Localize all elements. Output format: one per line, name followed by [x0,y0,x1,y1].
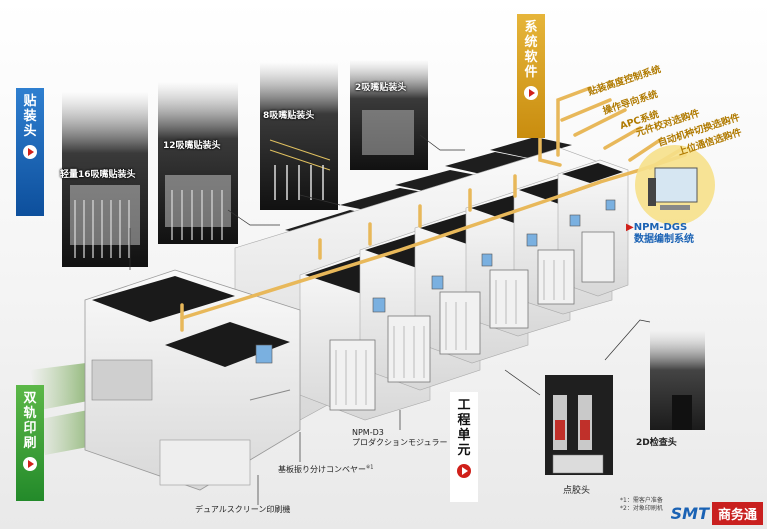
tab-char: 元 [457,443,471,458]
head-label-16: 轻量16吸嘴贴装头 [60,170,136,180]
head-panel-16 [62,92,148,267]
head-label-8: 8吸嘴贴装头 [263,111,315,121]
tab-char: 贴 [23,94,37,109]
conveyor-text: 基板振り分けコンベヤー [278,465,366,474]
inspection-head-label: 2D检查头 [636,438,677,448]
dispense-head-image [545,375,613,475]
tab-char: 头 [23,124,37,139]
footnotes: *1：需客户准备 *2：对象印刷机 [620,497,663,513]
npm-dgs-title: NPM-DGS [633,222,688,233]
tab-char: 装 [23,109,37,124]
tab-char: 工 [457,398,471,413]
conveyor-label: 基板振り分けコンベヤー※1 [278,464,373,475]
tab-char: 软 [524,50,538,65]
tab-char: 统 [524,35,538,50]
dispense-head-label: 点胶头 [563,486,591,496]
head-label-12: 12吸嘴贴装头 [163,141,221,151]
npm-d3-model: NPM-D3 [352,428,384,437]
arrow-circle-icon [23,145,37,159]
tab-char: 双 [23,391,37,406]
screen-printer [84,269,301,491]
arrow-circle-icon [23,457,37,471]
tab-process-unit[interactable]: 工 程 单 元 [450,392,478,502]
npm-dgs-computer [635,145,715,225]
printer-label: デュアルスクリーン印刷機 [195,505,291,514]
npm-d3-label: NPM-D3 プロダクションモジュラー [352,428,447,448]
tab-char: 系 [524,20,538,35]
tab-char: 轨 [23,406,37,421]
head-label-2: 2吸嘴贴装头 [355,83,407,93]
head-panel-2 [350,60,428,170]
tab-placement-head[interactable]: 贴 装 头 [16,88,44,216]
tab-char: 单 [457,428,471,443]
tab-char: 刷 [23,436,37,451]
feeder-carts [329,231,615,411]
footnote-2: *2：对象印刷机 [620,505,663,512]
conveyor-note: ※1 [366,464,374,471]
head-panel-8 [260,62,338,210]
npm-d3-name: プロダクションモジュラー [352,438,448,447]
2d-inspection-head-image [650,330,705,430]
tab-char: 件 [524,65,538,80]
npm-dgs-label[interactable]: ▶NPM-DGS 数据编制系统 [626,222,694,246]
watermark-left: SMT [670,504,709,523]
red-arrow-icon: ▶ [626,222,634,233]
arrow-circle-icon [524,86,538,100]
tab-char: 印 [23,421,37,436]
tab-dual-lane-printing[interactable]: 双 轨 印 刷 [16,385,44,501]
network-lines [180,86,687,332]
watermark-right: 商务通 [711,502,763,525]
npm-dgs-subtitle: 数据编制系统 [634,234,694,245]
head-panel-12 [158,82,238,244]
arrow-circle-icon [457,464,471,478]
footnote-1: *1：需客户准备 [620,497,663,504]
tab-char: 程 [457,413,471,428]
watermark: SMT 商务通 [671,502,763,525]
tab-system-software[interactable]: 系 统 软 件 [517,14,545,138]
